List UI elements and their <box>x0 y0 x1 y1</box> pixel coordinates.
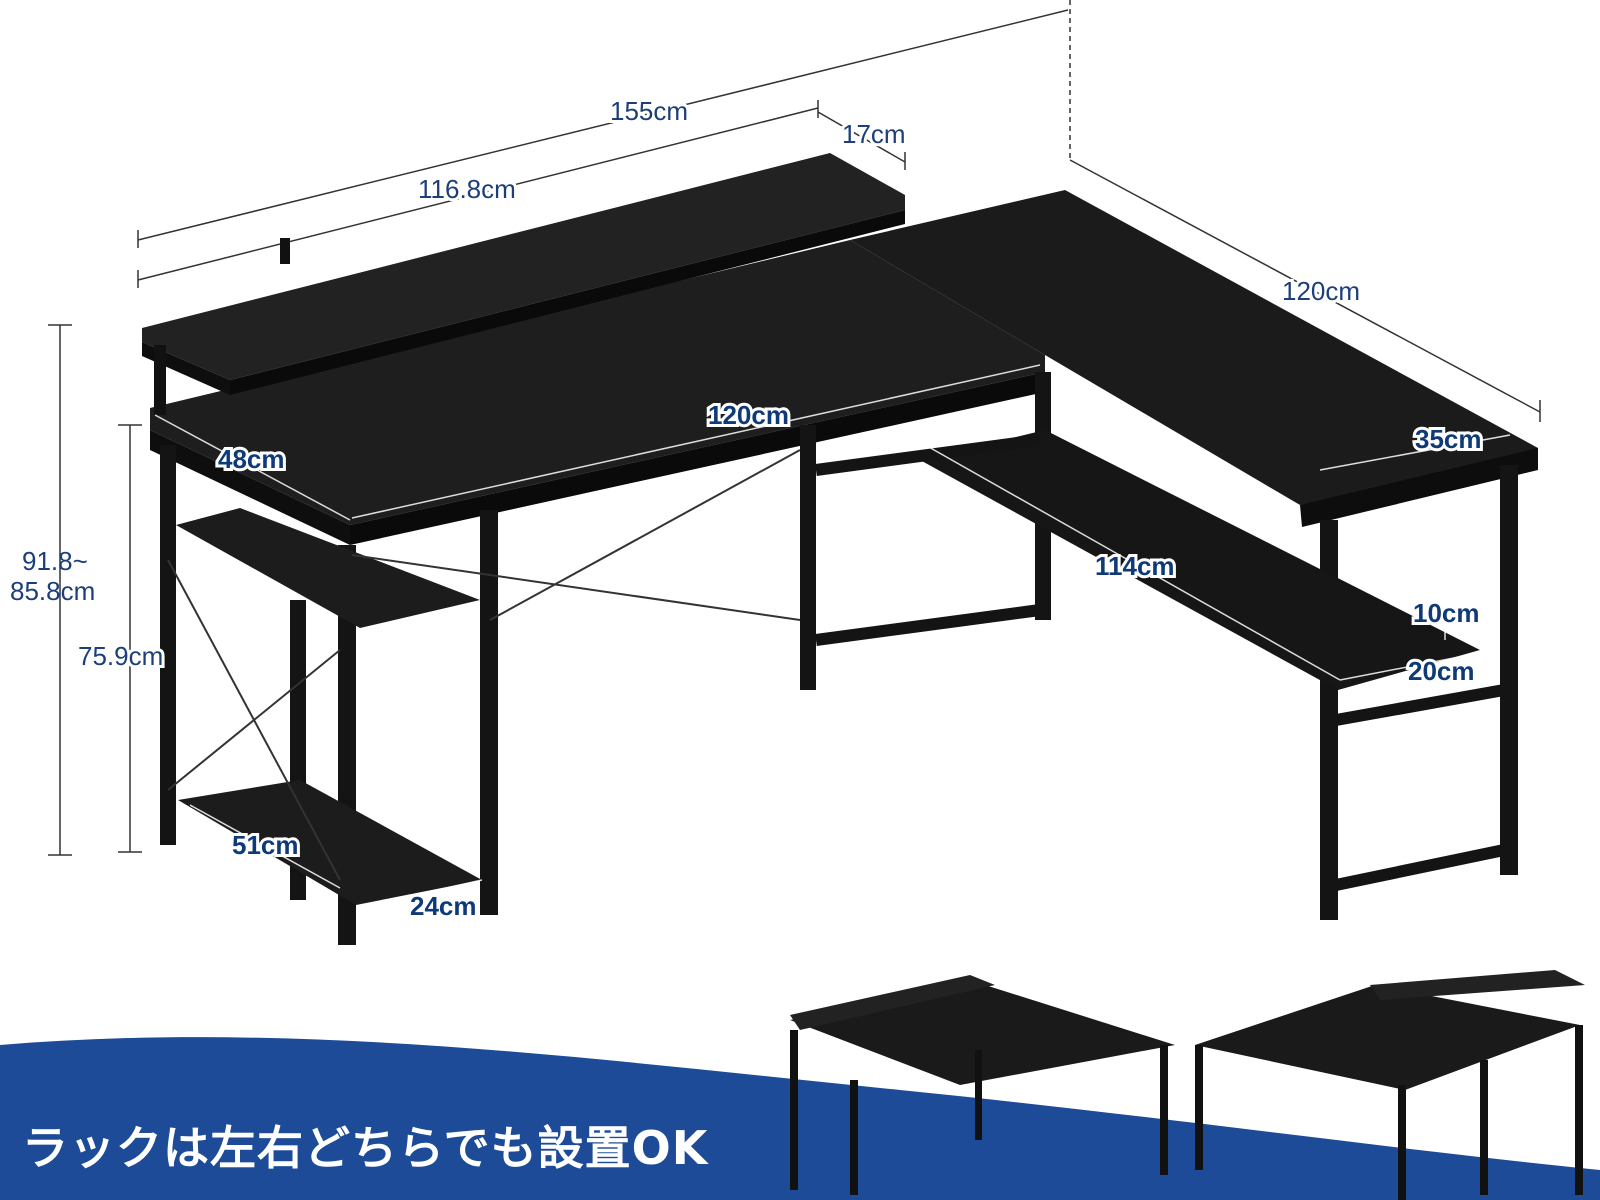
desk-height-label: 75.9cm <box>78 641 163 671</box>
desktop-width-label: 120cm <box>708 400 789 430</box>
desk-measure-lines <box>154 364 1511 906</box>
total-height-label-top: 91.8~ <box>22 546 88 576</box>
rack-depth-label: 51cm <box>232 830 299 860</box>
shelf-depth-20-label: 20cm <box>1408 656 1475 686</box>
return-depth-label: 35cm <box>1415 424 1482 454</box>
rack-width-label: 24cm <box>410 891 477 921</box>
thumbnail-layout-right <box>1195 970 1585 1200</box>
desk-depth-label: 48cm <box>218 444 285 474</box>
dimension-lines <box>48 0 1541 856</box>
return-shelf-length-label: 114cm <box>1095 551 1175 581</box>
total-height-label-bottom: 85.8cm <box>10 576 95 606</box>
main-desk-width-label: 116.8cm <box>418 174 516 204</box>
desk-illustration <box>142 153 1538 945</box>
shelf-gap-label: 10cm <box>1413 598 1480 628</box>
shelf-depth-label: 17cm <box>842 119 906 149</box>
dimension-labels: 155cm 116.8cm 17cm 120cm 120cm 48cm 35cm… <box>10 93 1485 924</box>
rack-position-caption: ラックは左右どちらでも設置OK <box>22 1121 709 1175</box>
thumbnail-layout-left <box>790 975 1175 1195</box>
return-width-label: 120cm <box>1282 276 1360 306</box>
overall-width-label: 155cm <box>610 96 688 126</box>
